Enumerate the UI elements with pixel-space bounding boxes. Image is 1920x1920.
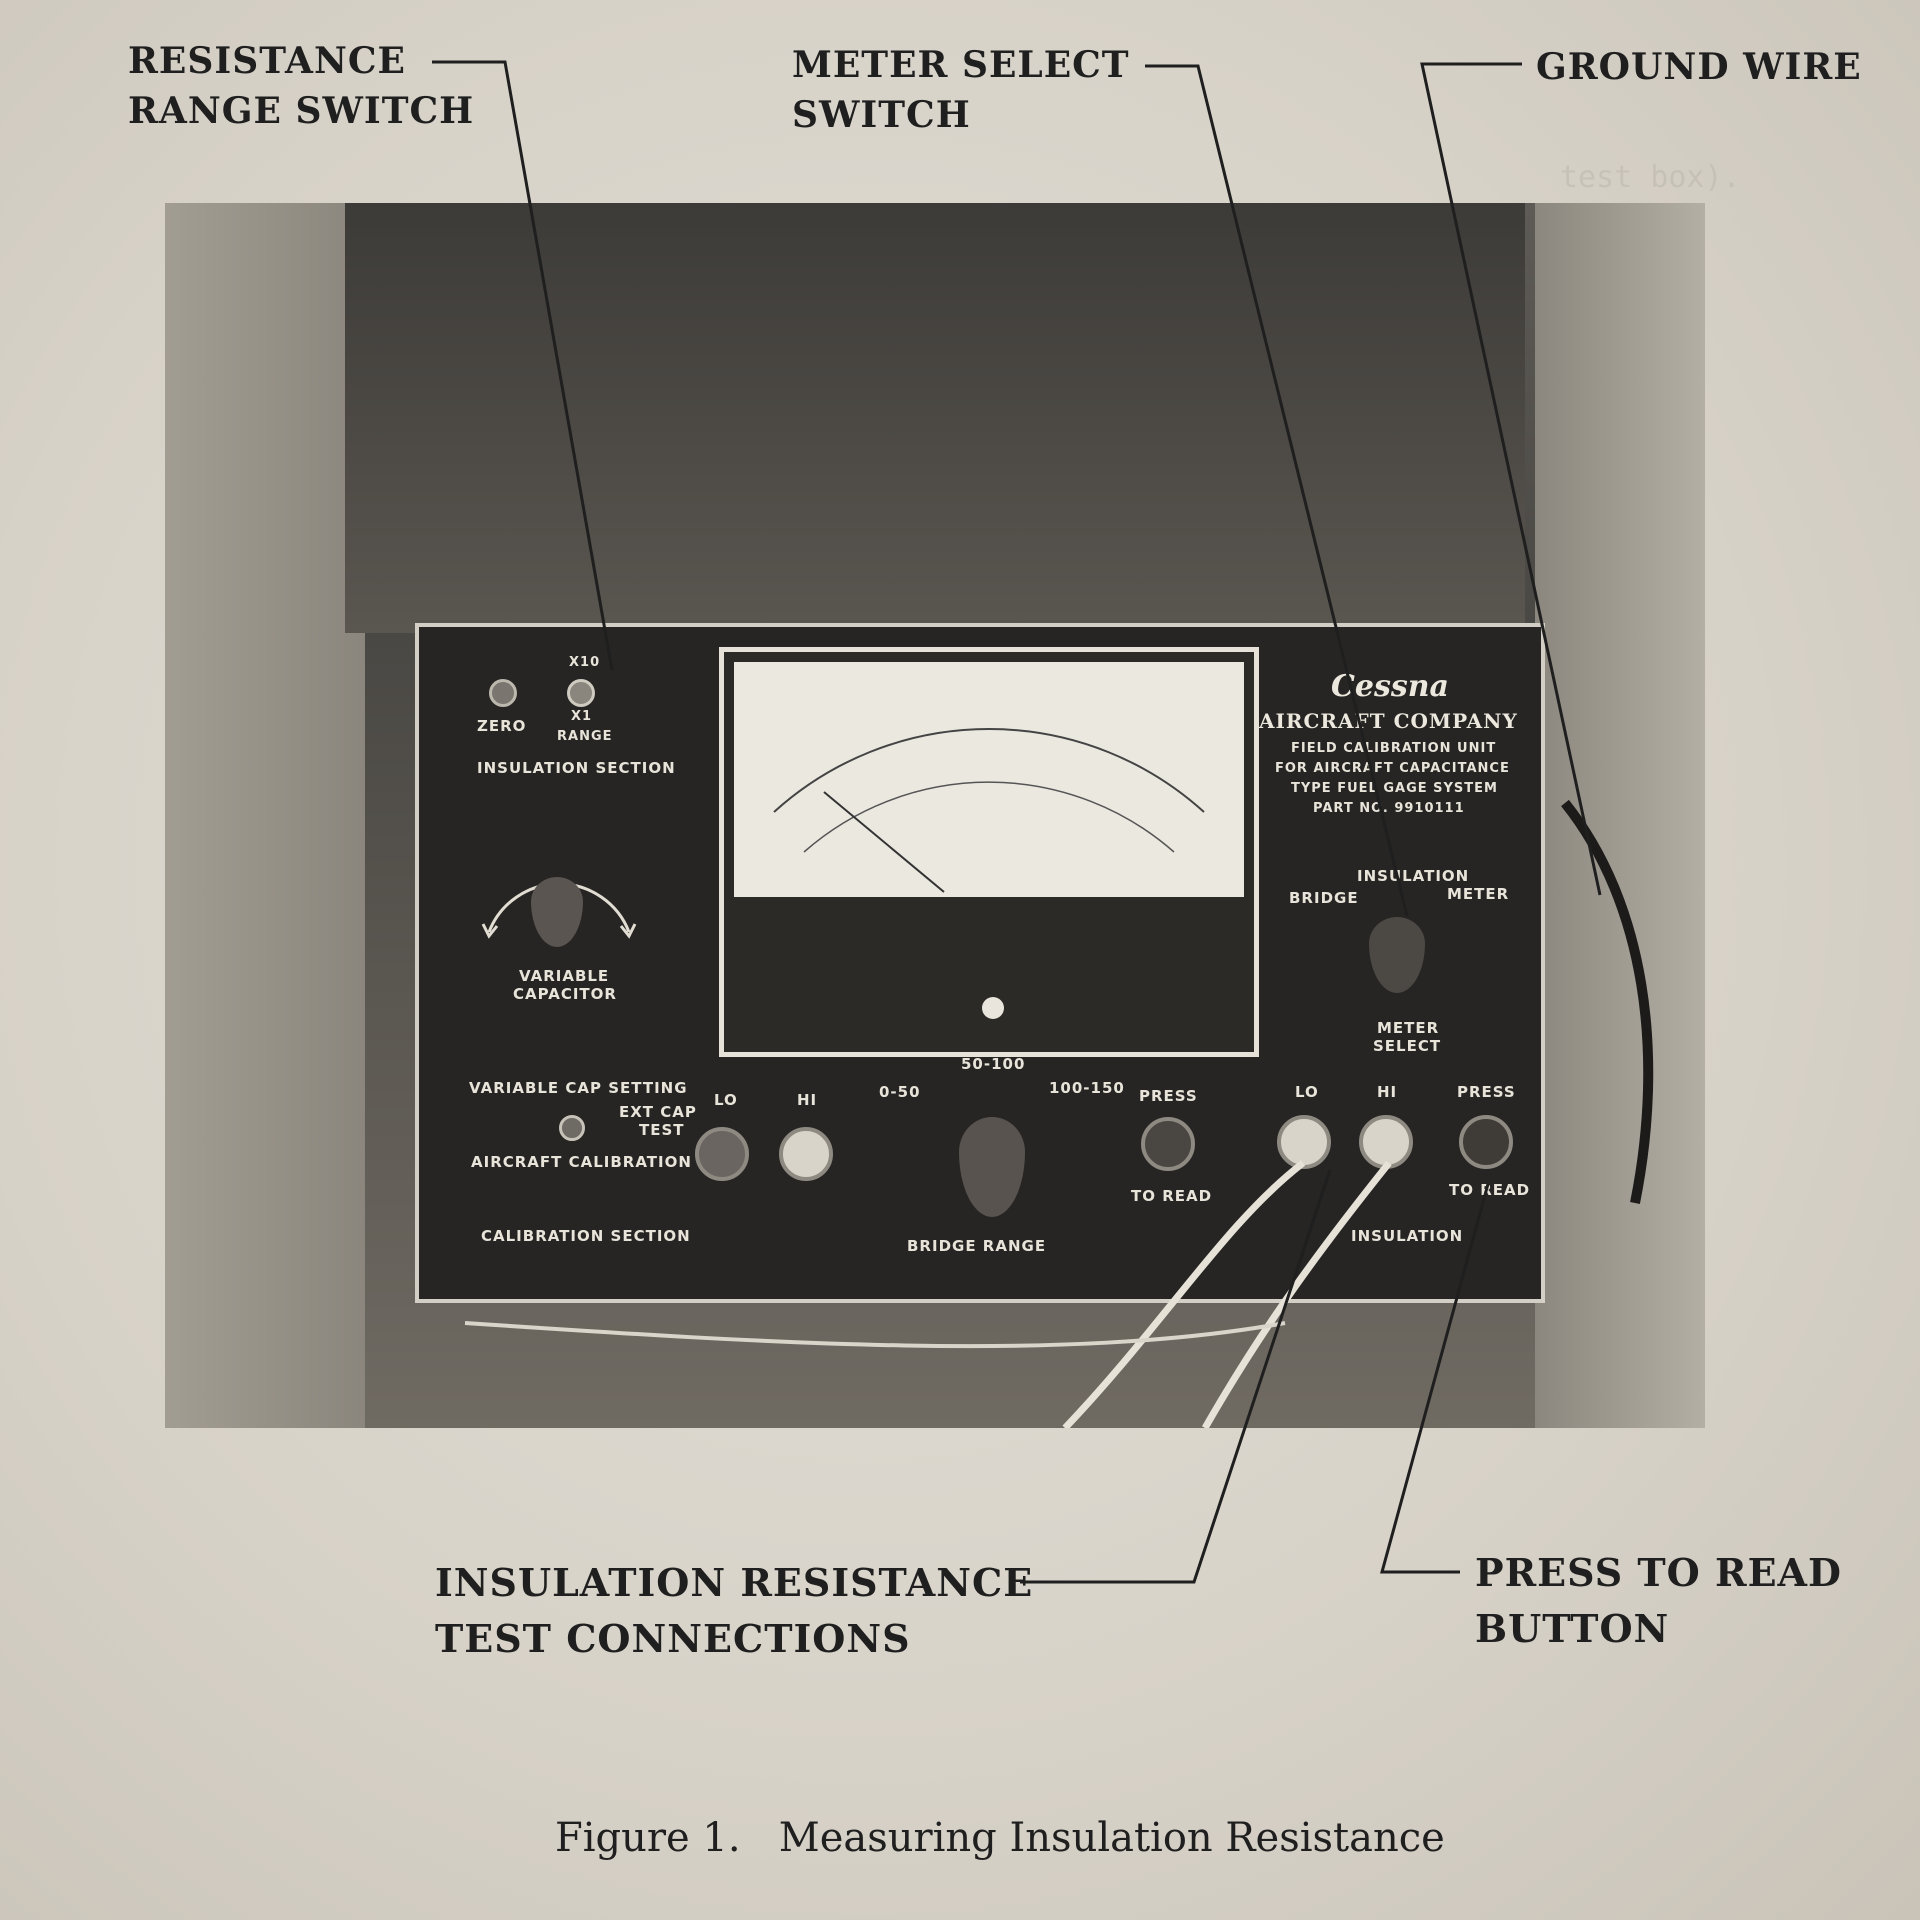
bridge-press-label: PRESS: [1139, 1087, 1198, 1105]
leader-test-connections: [1020, 1169, 1332, 1584]
meter-zero-adjust: [982, 997, 1004, 1019]
meter-face: [734, 662, 1244, 897]
meter-select-label-1: METER: [1377, 1019, 1440, 1037]
bleed-through-text: test box).: [1560, 160, 1741, 195]
leader-press-to-read: [1380, 1183, 1490, 1574]
label-capacitor: CAPACITOR: [513, 985, 617, 1003]
insulation-press-label: PRESS: [1457, 1083, 1516, 1101]
label-ext-cap: EXT CAP: [619, 1103, 697, 1121]
meter-select-label-2: SELECT: [1373, 1037, 1442, 1055]
bridge-hi-jack: [779, 1127, 833, 1181]
leader-meter-select-switch: [1145, 64, 1409, 917]
label-range: RANGE: [557, 729, 613, 744]
analog-meter: [719, 647, 1259, 1057]
bridge-lo-jack: [695, 1127, 749, 1181]
range-switch: [567, 679, 595, 707]
zero-knob: [489, 679, 517, 707]
bridge-range-100-150: 100-150: [1049, 1079, 1125, 1097]
insulation-section-title: INSULATION SECTION: [477, 759, 676, 777]
meter-select-bridge: BRIDGE: [1289, 889, 1359, 907]
insulation-press-to-read-button: [1459, 1115, 1513, 1169]
figure-caption: Figure 1. Measuring Insulation Resistanc…: [555, 1815, 1445, 1861]
case-right-wall: [1535, 203, 1705, 1428]
test-lead-cables: [464, 799, 1654, 1428]
insulation-section-bottom-title: INSULATION: [1351, 1227, 1464, 1245]
bridge-range-0-50: 0-50: [879, 1083, 921, 1101]
meter-select-meter: METER: [1447, 885, 1510, 903]
figure-photo: X10 ZERO X1 RANGE INSULATION SECTION VAR…: [165, 203, 1705, 1428]
label-x1: X1: [571, 709, 593, 724]
bridge-range-knob: [959, 1117, 1025, 1217]
case-left-wall: [165, 203, 365, 1428]
label-variable: VARIABLE: [519, 967, 610, 985]
label-aircraft-calibration: AIRCRAFT CALIBRATION: [471, 1153, 692, 1171]
callout-insulation-resistance-test-connections: INSULATION RESISTANCE TEST CONNECTIONS: [435, 1560, 1034, 1661]
label-x10: X10: [569, 655, 601, 670]
variable-capacitor-knob: [531, 877, 583, 947]
insulation-lo-label: LO: [1295, 1083, 1319, 1101]
callout-resistance-range-switch: RESISTANCE RANGE SWITCH: [128, 40, 475, 132]
bridge-range-50-100: 50-100: [961, 1055, 1026, 1073]
label-variable-cap-setting: VARIABLE CAP SETTING: [469, 1079, 688, 1097]
insulation-lo-jack: [1277, 1115, 1331, 1169]
bridge-range-title: BRIDGE RANGE: [907, 1237, 1047, 1255]
brand-line-3: TYPE FUEL GAGE SYSTEM: [1291, 781, 1498, 796]
calibration-toggle: [559, 1115, 585, 1141]
brand-company: AIRCRAFT COMPANY: [1259, 709, 1518, 733]
bridge-lo-label: LO: [714, 1091, 738, 1109]
callout-meter-select-switch: METER SELECT SWITCH: [792, 44, 1130, 136]
instrument-panel: X10 ZERO X1 RANGE INSULATION SECTION VAR…: [415, 623, 1545, 1303]
meter-select-insulation: INSULATION: [1357, 867, 1470, 885]
bridge-to-read-label: TO READ: [1131, 1187, 1213, 1205]
bridge-press-to-read-button: [1141, 1117, 1195, 1171]
callout-press-to-read-button: PRESS TO READ BUTTON: [1475, 1550, 1842, 1651]
insulation-to-read-label: TO READ: [1449, 1181, 1531, 1199]
meter-scale: [773, 728, 1205, 893]
leader-resistance-range-switch: [432, 60, 614, 671]
leader-ground-wire: [1420, 62, 1602, 896]
brand-line-1: FIELD CALIBRATION UNIT: [1291, 741, 1497, 756]
insulation-hi-label: HI: [1377, 1083, 1398, 1101]
bridge-hi-label: HI: [797, 1091, 818, 1109]
calibration-section-title: CALIBRATION SECTION: [481, 1227, 691, 1245]
meter-select-switch: [1369, 917, 1425, 993]
label-zero: ZERO: [477, 717, 527, 735]
callout-ground-wire: GROUND WIRE: [1536, 46, 1862, 88]
brand-line-2: FOR AIRCRAFT CAPACITANCE: [1275, 761, 1510, 776]
brand-line-4: PART NO. 9910111: [1313, 801, 1465, 816]
label-test: TEST: [639, 1121, 685, 1139]
